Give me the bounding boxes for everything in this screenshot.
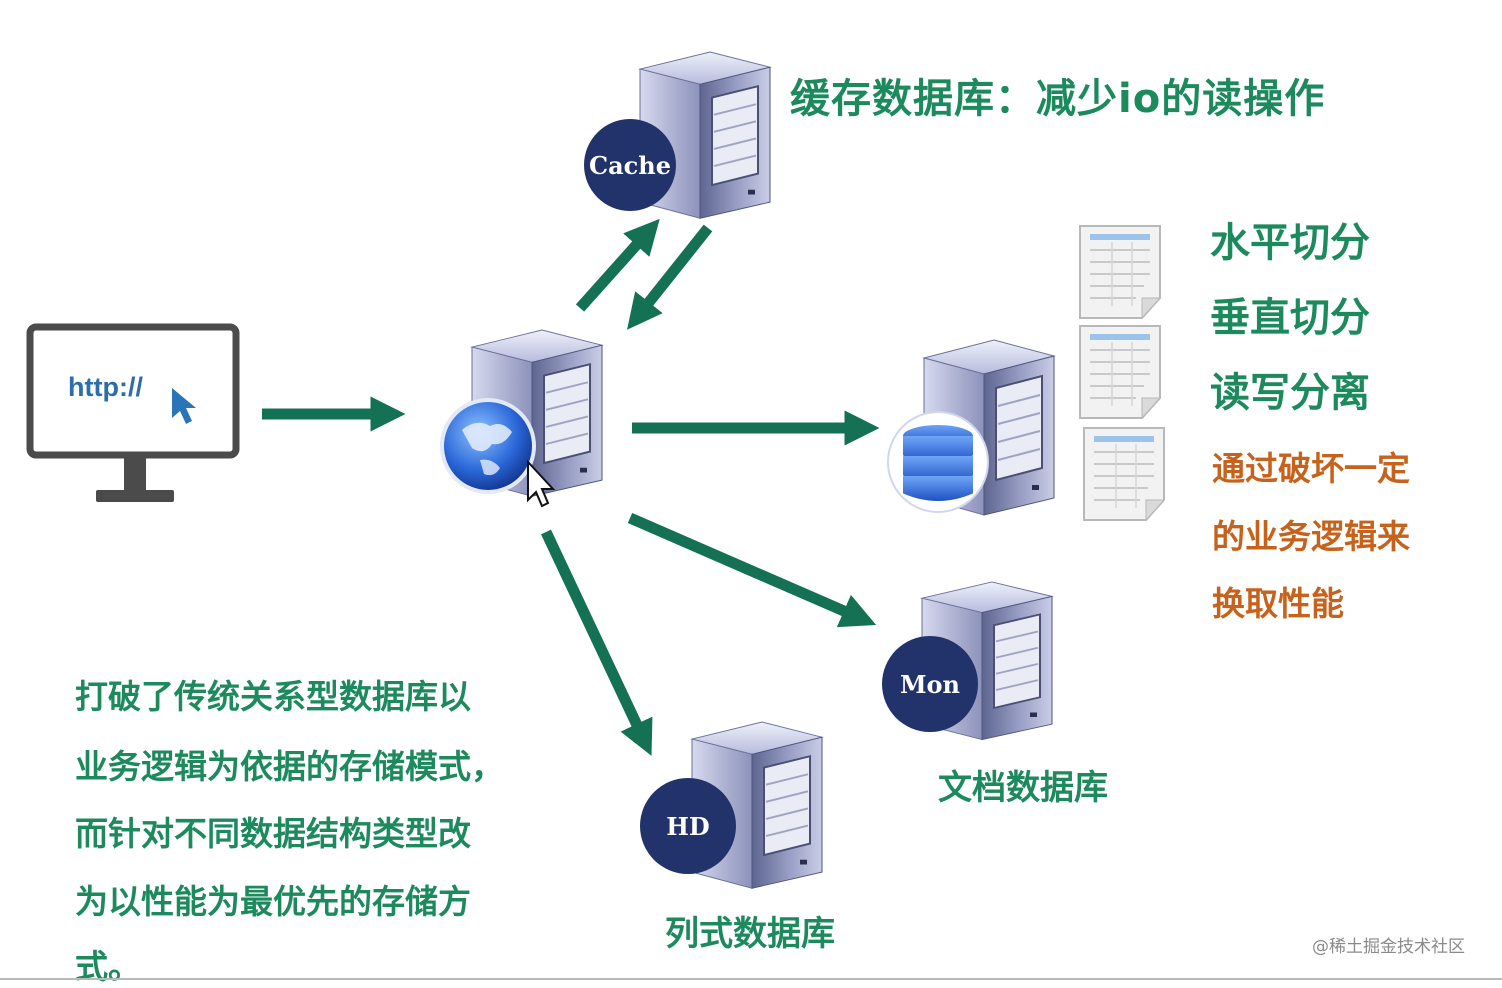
- description-line: 式。: [75, 947, 141, 986]
- column-badge-text: HD: [666, 812, 710, 841]
- arrow-app-to-column: [541, 529, 653, 756]
- arrow-app-to-document: [627, 512, 877, 628]
- description-line: 业务逻辑为依据的存储模式，: [75, 747, 504, 786]
- document-badge-text: Mon: [900, 670, 960, 699]
- bottom-divider: [0, 978, 1502, 980]
- arrow-cache-to-app: [627, 224, 713, 330]
- column-db-label: 列式数据库: [665, 914, 835, 954]
- table-page-icon: [1079, 325, 1161, 419]
- description-line: 打破了传统关系型数据库以: [75, 677, 471, 716]
- cache-server-icon: Cache: [584, 51, 771, 220]
- column-badge: [640, 778, 736, 874]
- document-db-label: 文档数据库: [938, 768, 1108, 808]
- app-server-icon: [440, 329, 603, 508]
- move-cursor-icon: [527, 459, 556, 508]
- cache-db-label: 缓存数据库：减少io的读操作: [790, 76, 1326, 122]
- document-db-server-icon: Mon: [882, 581, 1053, 741]
- column-db-server-icon: HD: [640, 721, 823, 890]
- cursor-arrow-icon: [172, 388, 196, 424]
- arrow-app-to-cache: [575, 218, 660, 312]
- description-line: 为以性能为最优先的存储方: [75, 882, 471, 921]
- tradeoff-note-line: 通过破坏一定: [1212, 449, 1410, 488]
- tradeoff-note-line: 换取性能: [1212, 584, 1344, 623]
- browser-monitor-icon: http://: [26, 323, 240, 502]
- relational-db-server-icon: [887, 339, 1055, 516]
- read-write-separation-label: 读写分离: [1210, 370, 1370, 416]
- vertical-split-label: 垂直切分: [1210, 295, 1370, 341]
- browser-url-text: http://: [68, 372, 143, 402]
- tradeoff-note-line: 的业务逻辑来: [1212, 517, 1410, 556]
- document-badge: [882, 636, 978, 732]
- table-page-icon: [1083, 427, 1165, 521]
- table-page-icon: [1079, 225, 1161, 319]
- watermark-text: @稀土掘金技术社区: [1312, 937, 1465, 957]
- cache-badge: [584, 119, 676, 211]
- description-line: 而针对不同数据结构类型改: [75, 814, 471, 853]
- horizontal-split-label: 水平切分: [1210, 220, 1370, 266]
- database-disk-icon: [887, 411, 989, 513]
- cache-badge-text: Cache: [589, 151, 671, 180]
